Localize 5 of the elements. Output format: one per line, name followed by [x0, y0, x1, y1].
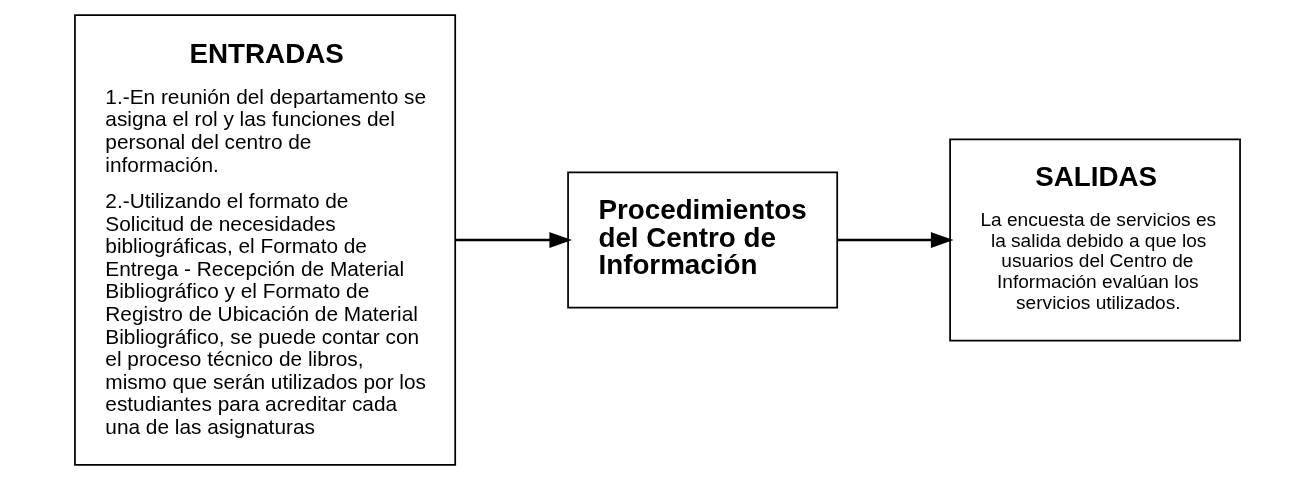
node-box: SALIDAS La encuesta de servicios es la salida debido a que los usuarios del Centro de Información evalúan los servicios utilizados. — [948, 138, 1241, 342]
node-box: Procedimientos del Centro de Información — [566, 171, 838, 309]
node-box: ENTRADAS 1.-En reunión del departamento se asigna el rol y las funciones del personal del centro de información. 2.-Utilizando el formato de Solicitud de necesidades bibliográficas, el Formato de Entrega - Recepción de Material Bibliográfico y el Formato de Registro de Ubicación de Material Bibliográfico, se puede contar con el proceso técnico de libros, mismo que serán utilizados por los estudiantes para acreditar cada una de las asignaturas — [73, 14, 456, 466]
arrow — [454, 232, 572, 248]
arrow — [837, 232, 953, 248]
